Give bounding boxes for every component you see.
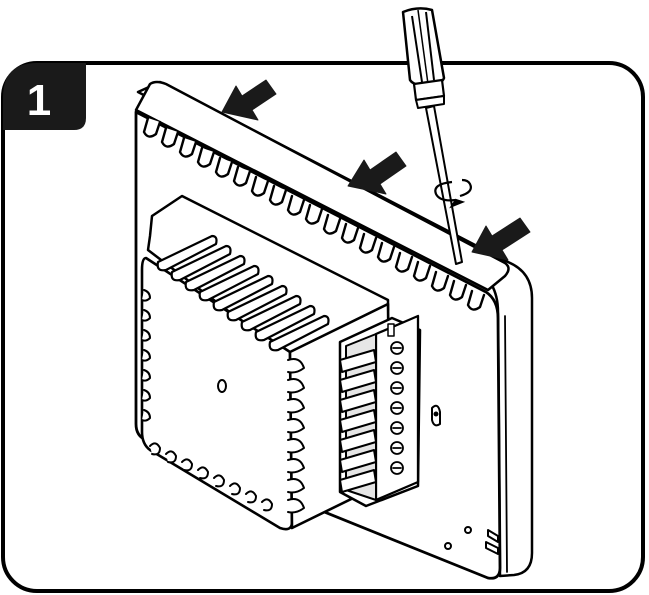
device-unit	[134, 80, 534, 580]
push-arrow-icon	[471, 217, 531, 261]
terminal-block	[338, 314, 422, 508]
mounting-hole	[217, 379, 227, 393]
terminal-screws	[390, 341, 404, 475]
push-arrow-icon	[221, 79, 277, 121]
step-number: 1	[27, 76, 51, 125]
push-arrows	[221, 79, 531, 261]
push-arrow-icon	[347, 151, 407, 195]
screwdriver-icon	[401, 7, 463, 265]
rear-housing-face	[140, 256, 294, 531]
device-top-edge	[134, 80, 510, 292]
top-vent-slots	[142, 116, 486, 311]
rotate-arrow-icon	[434, 178, 472, 209]
housing-top-ribs	[156, 234, 330, 352]
housing-side-ribs	[287, 358, 305, 514]
housing-bottom-scallops	[149, 442, 273, 512]
terminal-clamps	[339, 349, 377, 493]
housing-left-vents	[141, 289, 151, 422]
corner-slots	[444, 526, 499, 555]
step-badge: 1	[3, 63, 86, 130]
